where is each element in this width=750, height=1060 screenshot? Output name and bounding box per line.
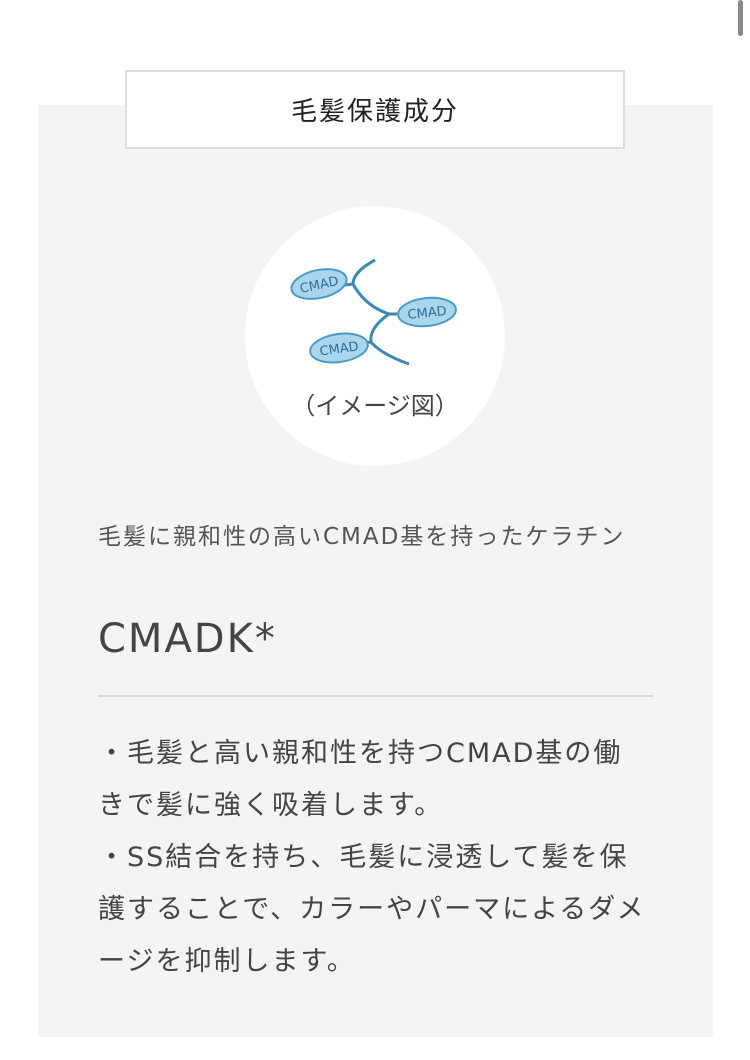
cmad-group-2: CMAD <box>397 296 457 328</box>
cmad-group-1: CMAD <box>290 268 348 300</box>
svg-text:CMAD: CMAD <box>407 304 448 323</box>
molecule-illustration: CMAD CMAD CMAD （イメージ図） <box>245 206 505 466</box>
ingredient-lead-text: 毛髪に親和性の高いCMAD基を持ったケラチン <box>98 524 626 550</box>
section-heading: 毛髪保護成分 <box>125 70 625 149</box>
scrollbar-thumb[interactable] <box>738 0 743 36</box>
divider <box>98 695 653 697</box>
ingredient-name: CMADK* <box>98 616 277 662</box>
illustration-caption: （イメージ図） <box>291 392 459 420</box>
description-point: ・毛髪と高い親和性を持つCMAD基の働きで髪に強く吸着します。 <box>98 738 623 821</box>
cmad-molecule-diagram: CMAD CMAD CMAD <box>290 258 457 366</box>
svg-text:CMAD: CMAD <box>319 339 360 359</box>
description-point: ・SS結合を持ち、毛髪に浸透して髪を保護することで、カラーやパーマによるダメージ… <box>98 842 646 977</box>
ingredient-description: ・毛髪と高い親和性を持つCMAD基の働きで髪に強く吸着します。 ・SS結合を持ち… <box>98 728 648 988</box>
cmad-group-3: CMAD <box>309 332 369 364</box>
